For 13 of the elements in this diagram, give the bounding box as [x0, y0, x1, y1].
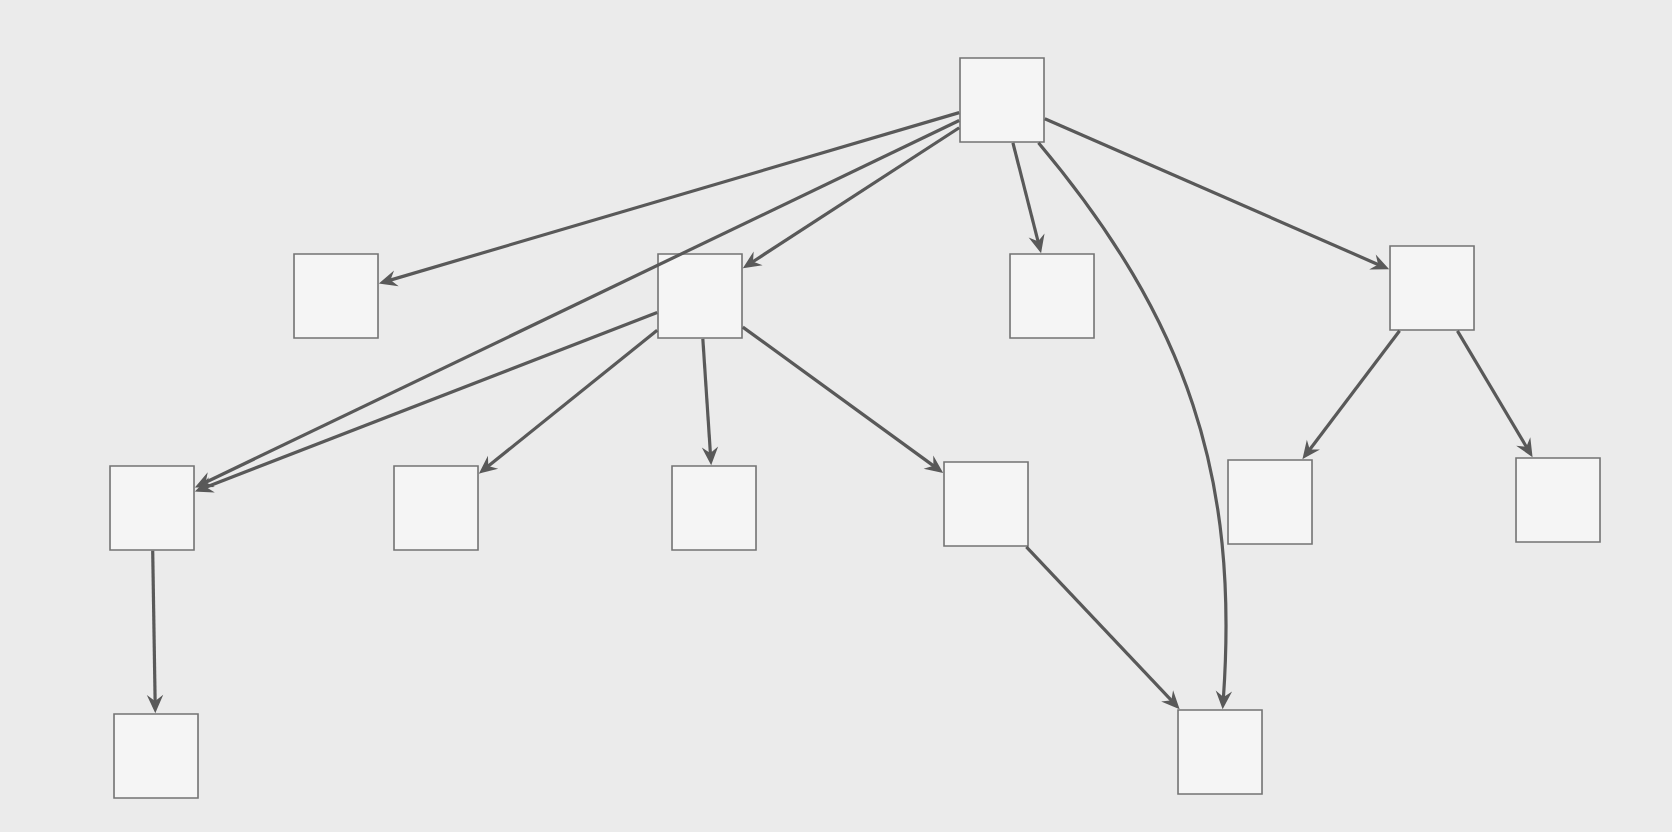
- empty-box: [959, 57, 1045, 143]
- empty-box: [109, 465, 195, 551]
- empty-box: [943, 461, 1029, 547]
- empty-box: [1515, 457, 1601, 543]
- empty-box: [1009, 253, 1095, 339]
- empty-box: [1177, 709, 1263, 795]
- empty-box: [293, 253, 379, 339]
- empty-box: [1389, 245, 1475, 331]
- empty-box: [1227, 459, 1313, 545]
- empty-box: [671, 465, 757, 551]
- empty-box: [657, 253, 743, 339]
- empty-box: [113, 713, 199, 799]
- empty-box: [393, 465, 479, 551]
